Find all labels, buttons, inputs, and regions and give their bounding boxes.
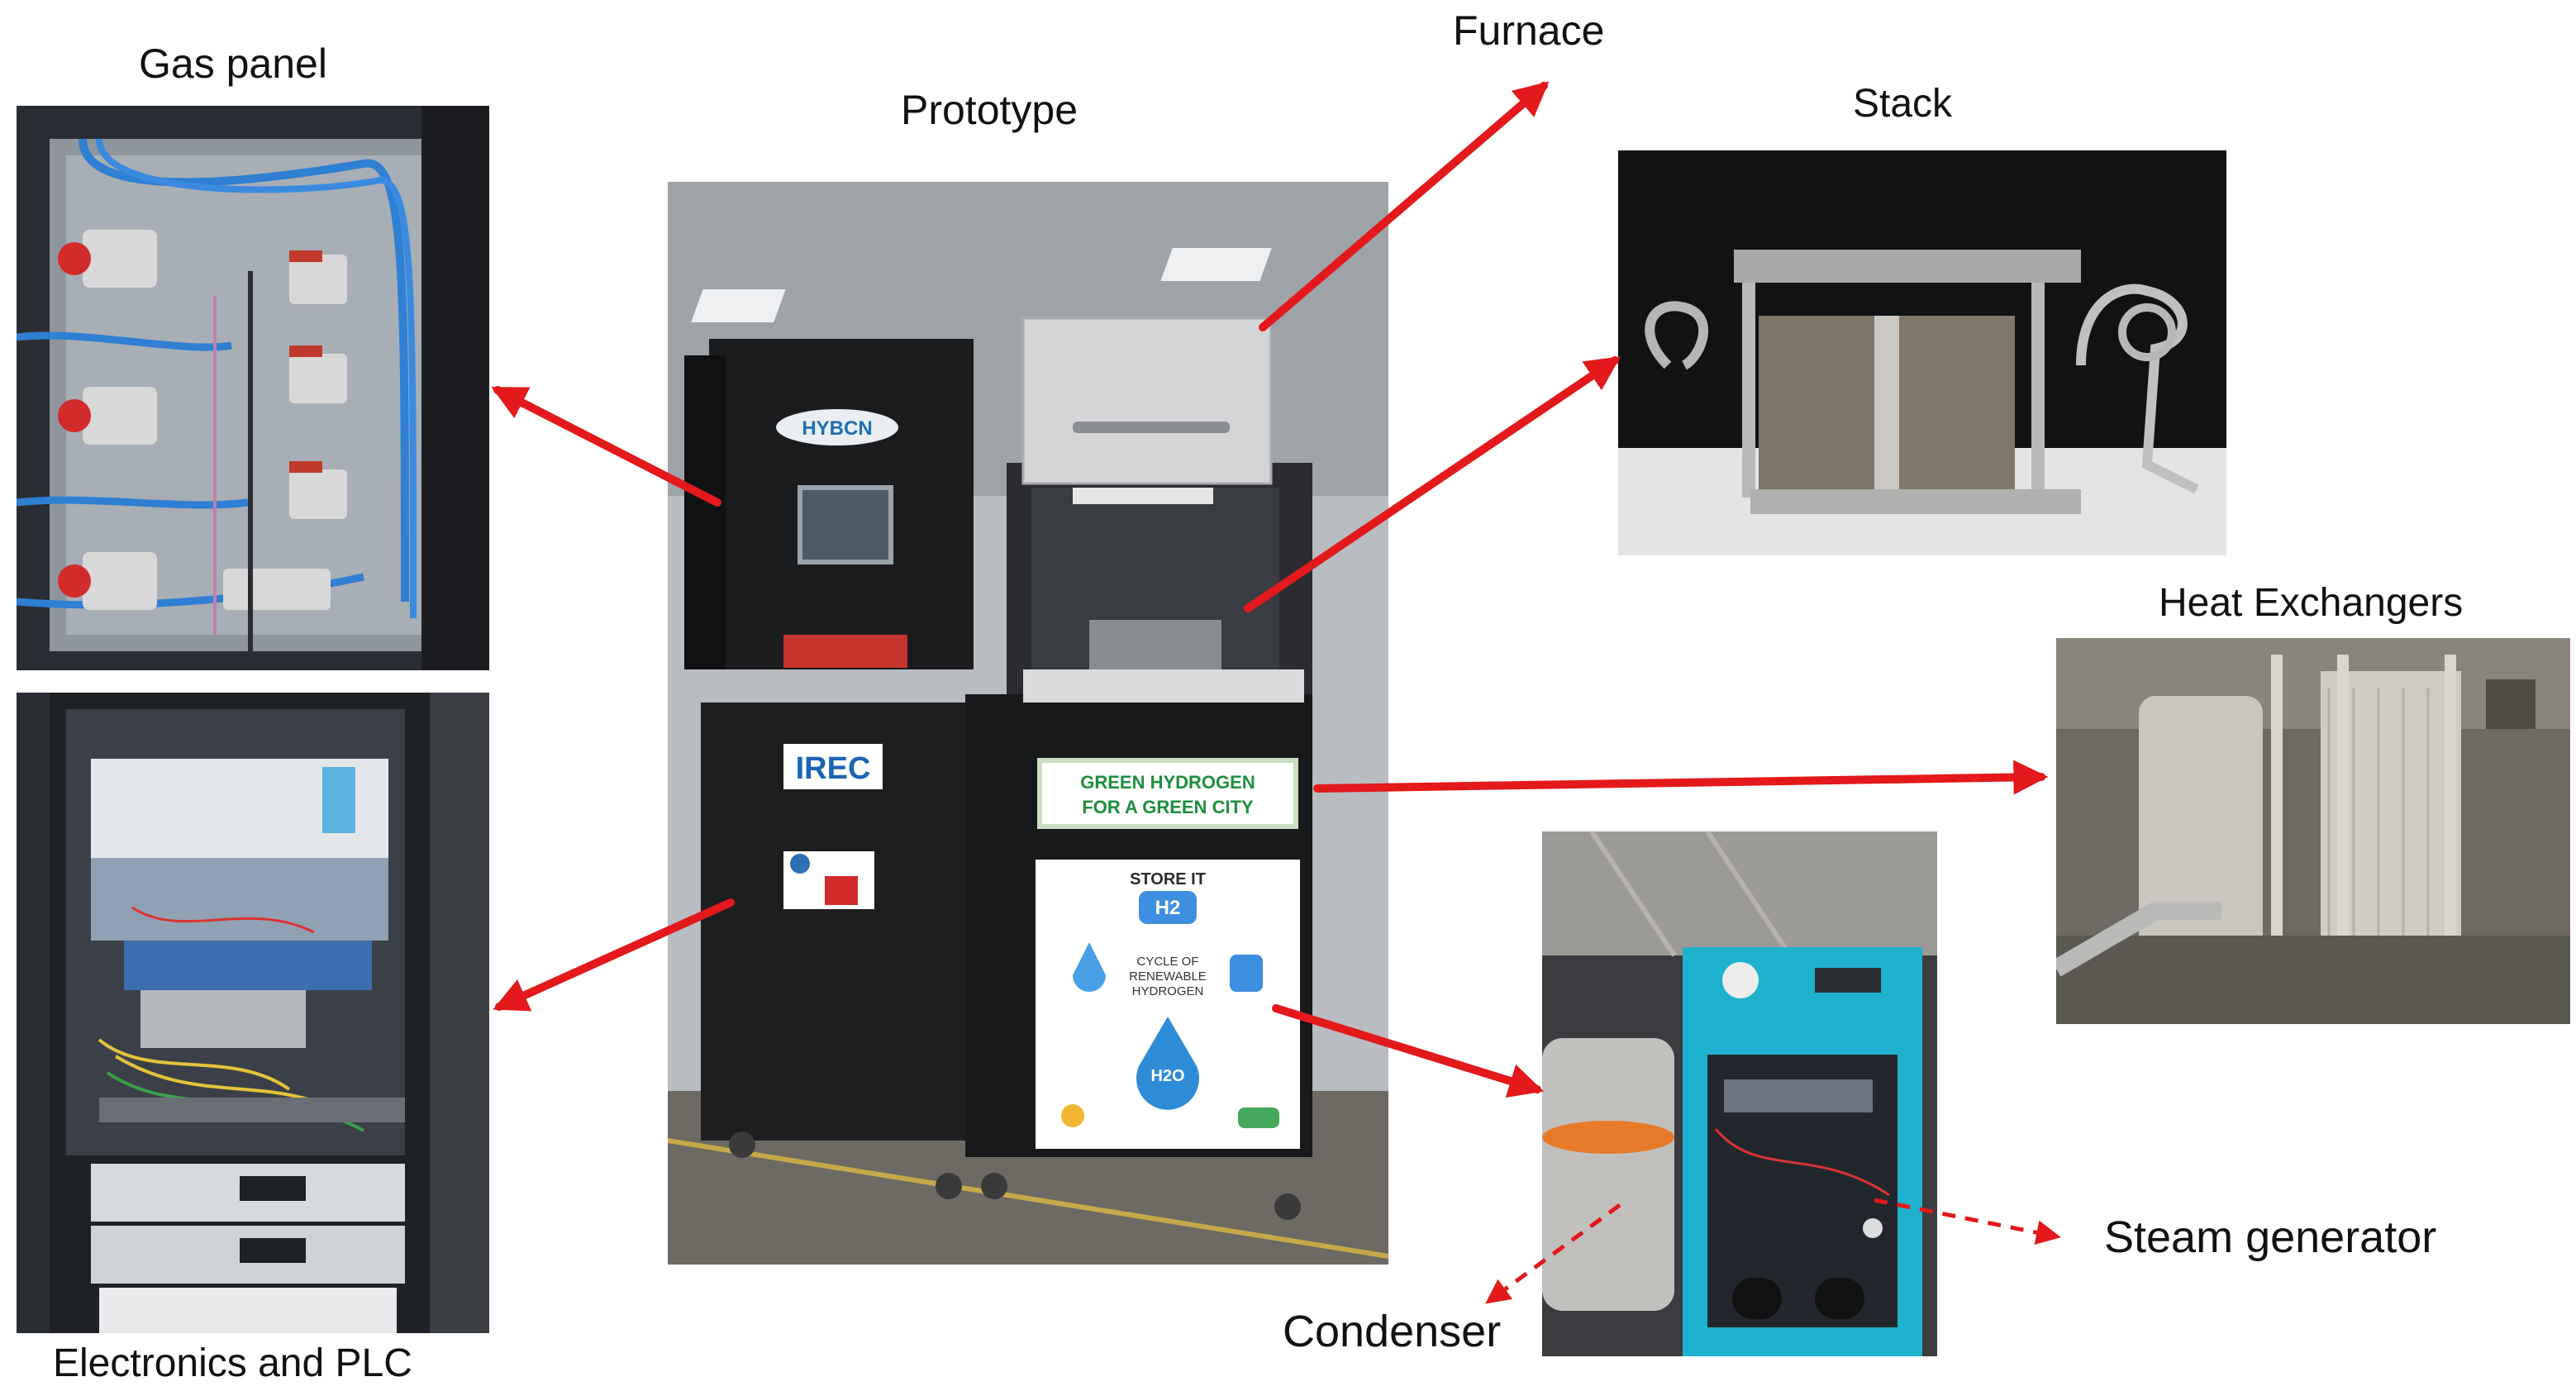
steam-generator-photo <box>1542 831 1937 1356</box>
steam-generator-label: Steam generator <box>2104 1212 2437 1262</box>
dashed-arrow-steam-generator <box>1874 1198 2061 1246</box>
poster-title: STORE IT <box>1130 870 1206 888</box>
arrow-to-stack <box>1244 356 1621 612</box>
poster-cycle-1: CYCLE OF <box>1136 955 1198 969</box>
arrow-to-heat-exchangers <box>1313 760 2049 795</box>
poster-h2o: H2O <box>1150 1067 1184 1085</box>
banner-line-1: GREEN HYDROGEN <box>1080 772 1255 793</box>
heat-exchangers-photo <box>2056 638 2570 1024</box>
prototype-photo: HYBCN IREC GREEN HYDROGEN FOR A GREEN CI… <box>668 182 1388 1265</box>
poster-cycle-2: RENEWABLE <box>1129 969 1207 984</box>
gas-panel-photo <box>17 106 489 670</box>
stack-label: Stack <box>1853 82 1953 126</box>
poster-h2: H2 <box>1155 897 1181 919</box>
hybcn-logo-text: HYBCN <box>802 417 872 440</box>
irec-logo-text: IREC <box>796 751 871 786</box>
arrow-to-furnace <box>1259 81 1550 331</box>
poster-cycle-3: HYDROGEN <box>1132 984 1204 998</box>
furnace-label: Furnace <box>1453 7 1605 54</box>
electronics-plc-label: Electronics and PLC <box>53 1341 412 1385</box>
dashed-arrow-condenser <box>1485 1203 1621 1304</box>
condenser-label: Condenser <box>1283 1307 1502 1356</box>
stack-photo <box>1618 150 2226 555</box>
arrow-to-gas-panel <box>491 386 721 507</box>
heat-exchangers-label: Heat Exchangers <box>2159 581 2464 625</box>
arrow-to-steam-unit <box>1272 1004 1545 1098</box>
gas-panel-label: Gas panel <box>139 40 327 87</box>
electronics-plc-photo <box>17 693 489 1333</box>
banner-line-2: FOR A GREEN CITY <box>1082 797 1254 817</box>
prototype-label: Prototype <box>901 87 1078 133</box>
arrow-to-electronics <box>493 898 735 1012</box>
